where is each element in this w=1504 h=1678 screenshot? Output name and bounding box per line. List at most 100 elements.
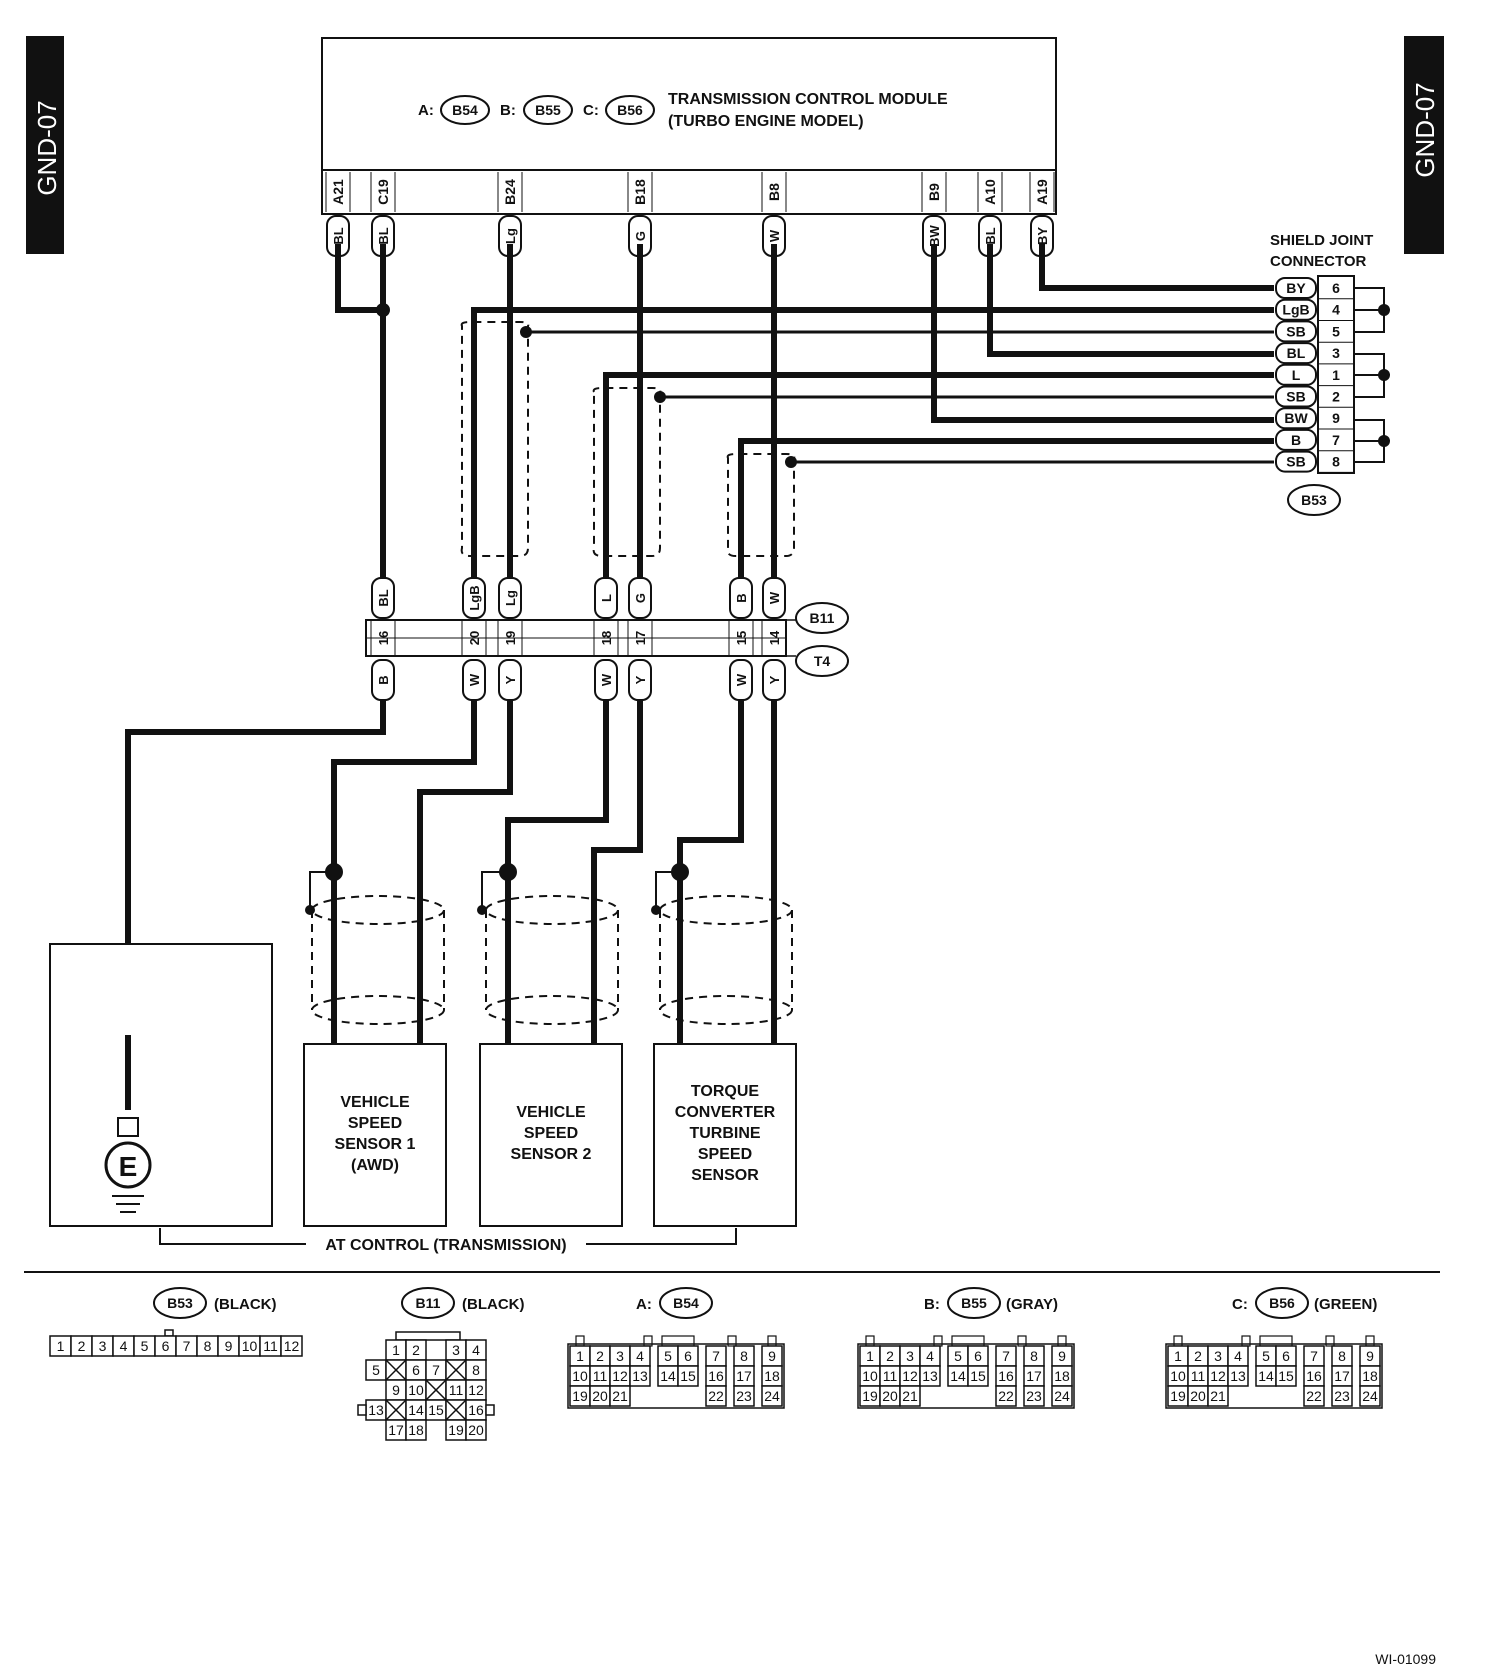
svg-text:(BLACK): (BLACK) xyxy=(462,1296,524,1313)
connector-pin: 7 xyxy=(1310,1348,1318,1364)
connector-pin: 13 xyxy=(922,1368,938,1384)
tcm-wire-color-tag: BY xyxy=(1035,227,1050,245)
shield-joint-pin: 2 xyxy=(1332,389,1340,405)
connector-pin: 18 xyxy=(1362,1368,1378,1384)
tcm-wire-color-tag: BW xyxy=(927,224,942,246)
connector-pin: 11 xyxy=(883,1368,898,1384)
tcm-wire-color-tag: BL xyxy=(376,227,391,244)
junction-upper-color-tag: Lg xyxy=(503,590,518,606)
connector-pin: 6 xyxy=(1282,1348,1290,1364)
connector-pin: 14 xyxy=(660,1368,676,1384)
tcm-pin-label: B8 xyxy=(766,183,782,201)
svg-text:GND-07: GND-07 xyxy=(1410,82,1440,177)
connector-pin: 2 xyxy=(412,1342,420,1358)
svg-text:AT CONTROL (TRANSMISSION): AT CONTROL (TRANSMISSION) xyxy=(325,1237,566,1254)
connector-pin: 2 xyxy=(596,1348,604,1364)
ground-symbol-label: E xyxy=(119,1151,138,1182)
junction-upper-color-tag: BL xyxy=(376,589,391,606)
svg-text:B54: B54 xyxy=(452,102,478,118)
connector-pin: 12 xyxy=(468,1382,484,1398)
svg-text:TORQUE: TORQUE xyxy=(691,1083,759,1100)
svg-text:B56: B56 xyxy=(617,102,643,118)
shield-joint-pin: 6 xyxy=(1332,280,1340,296)
shield-joint-pin: 8 xyxy=(1332,454,1340,470)
svg-text:VEHICLE: VEHICLE xyxy=(340,1094,410,1111)
svg-text:(TURBO ENGINE MODEL): (TURBO ENGINE MODEL) xyxy=(668,113,864,130)
connector-pin: 16 xyxy=(468,1402,484,1418)
svg-text:A:: A: xyxy=(636,1296,652,1313)
connector-pin: 4 xyxy=(120,1338,128,1354)
connector-pin: 4 xyxy=(1234,1348,1242,1364)
svg-text:CONNECTOR: CONNECTOR xyxy=(1270,253,1367,270)
side-tab-right: GND-07 xyxy=(1404,36,1444,254)
connector-pin: 19 xyxy=(862,1388,878,1404)
connector-pin: 16 xyxy=(1306,1368,1322,1384)
tcm-wire-color-tag: BL xyxy=(331,227,346,244)
connector-pin: 17 xyxy=(388,1422,404,1438)
connector-pin: 7 xyxy=(712,1348,720,1364)
tcm-pin-label: A21 xyxy=(330,179,346,205)
sensor-vehicle-speed-1: VEHICLE SPEED SENSOR 1 (AWD) xyxy=(303,1043,447,1227)
connector-pin: 13 xyxy=(1230,1368,1246,1384)
svg-text:B55: B55 xyxy=(961,1295,987,1311)
connector-pin: 22 xyxy=(708,1388,724,1404)
connector-pin: 12 xyxy=(1210,1368,1226,1384)
connector-pin: 7 xyxy=(1002,1348,1010,1364)
connector-pin: 8 xyxy=(740,1348,748,1364)
connector-pin: 3 xyxy=(452,1342,460,1358)
junction-id-b11: B11 xyxy=(810,610,835,626)
connector-pin: 21 xyxy=(612,1388,628,1404)
svg-text:SPEED: SPEED xyxy=(348,1115,402,1132)
connector-pin: 1 xyxy=(576,1348,584,1364)
connector-pin: 3 xyxy=(906,1348,914,1364)
connector-pin: 8 xyxy=(1030,1348,1038,1364)
junction-pin-label: 16 xyxy=(376,631,391,645)
svg-text:SENSOR: SENSOR xyxy=(691,1167,759,1184)
connector-pin: 1 xyxy=(392,1342,400,1358)
connector-pin: 8 xyxy=(1338,1348,1346,1364)
connector-pin: 7 xyxy=(183,1338,191,1354)
connector-pin: 9 xyxy=(1366,1348,1374,1364)
svg-text:(GREEN): (GREEN) xyxy=(1314,1296,1377,1313)
at-control-bracket: AT CONTROL (TRANSMISSION) xyxy=(159,1228,737,1254)
connector-pin: 24 xyxy=(1054,1388,1070,1404)
connector-pin: 16 xyxy=(998,1368,1014,1384)
connector-pin: 4 xyxy=(472,1342,480,1358)
connector-pin: 23 xyxy=(1334,1388,1350,1404)
svg-text:C:: C: xyxy=(1232,1296,1248,1313)
connector-pin: 22 xyxy=(998,1388,1014,1404)
tcm-pin-label: C19 xyxy=(375,179,391,205)
svg-text:B54: B54 xyxy=(673,1295,699,1311)
shield-joint-wire-color: SB xyxy=(1286,323,1305,339)
connector-pin: 9 xyxy=(1058,1348,1066,1364)
tcm-pin-label: A19 xyxy=(1034,179,1050,205)
connector-pin: 13 xyxy=(632,1368,648,1384)
connector-pin: 19 xyxy=(1170,1388,1186,1404)
connector-pin: 7 xyxy=(432,1362,440,1378)
shield-joint-wire-color: BY xyxy=(1286,280,1306,296)
connector-pin: 17 xyxy=(1026,1368,1042,1384)
connector-pin: 4 xyxy=(926,1348,934,1364)
svg-text:(GRAY): (GRAY) xyxy=(1006,1296,1058,1313)
shield-joint-wire-color: SB xyxy=(1286,389,1305,405)
connector-pin: 8 xyxy=(472,1362,480,1378)
connector-pin: 11 xyxy=(263,1338,278,1354)
ground-block: E xyxy=(49,943,273,1227)
connector-pin: 5 xyxy=(954,1348,962,1364)
junction-id-t4: T4 xyxy=(814,653,831,669)
svg-text:B:: B: xyxy=(500,102,516,119)
connector-pin: 9 xyxy=(392,1382,400,1398)
connector-pin: 14 xyxy=(1258,1368,1274,1384)
svg-text:TURBINE: TURBINE xyxy=(689,1125,760,1142)
svg-text:VEHICLE: VEHICLE xyxy=(516,1104,586,1121)
junction-lower-color-tag: Y xyxy=(767,675,782,684)
junction-lower-color-tag: Y xyxy=(633,675,648,684)
connector-pin: 18 xyxy=(408,1422,424,1438)
connector-pin: 12 xyxy=(284,1338,300,1354)
junction-pin-label: 15 xyxy=(734,631,749,645)
shield-joint-pin: 4 xyxy=(1332,302,1340,318)
